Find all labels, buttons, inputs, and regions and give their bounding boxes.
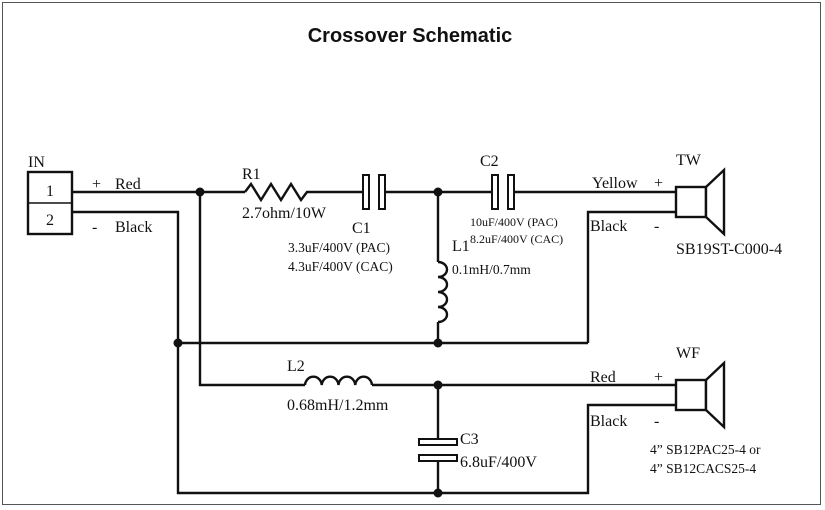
woofer-plus-sign: + [654, 369, 663, 386]
input-pin-1: 1 [46, 183, 54, 200]
input-plus-sign: + [92, 176, 101, 193]
input-label: IN [28, 154, 45, 171]
l2-name: L2 [287, 358, 305, 375]
c2-name: C2 [480, 153, 499, 170]
input-minus-sign: - [92, 219, 97, 236]
c1-value-cac: 4.3uF/400V (CAC) [288, 259, 393, 274]
r1-value: 2.7ohm/10W [242, 205, 327, 222]
diagram-title: Crossover Schematic [308, 25, 513, 47]
woofer-minus-sign: - [654, 413, 659, 430]
inductor-l1-symbol [437, 260, 449, 324]
woofer-speaker-icon [674, 360, 726, 430]
junction-dot [433, 338, 443, 348]
woofer-minus-color: Black [590, 413, 627, 430]
input-minus-color: Black [115, 219, 152, 236]
capacitor-c3-symbol [418, 438, 458, 462]
tweeter-minus-color: Black [590, 218, 627, 235]
tweeter-plus-color: Yellow [592, 175, 638, 192]
tweeter-plus-sign: + [654, 175, 663, 192]
woofer-model-line1: 4” SB12PAC25-4 or [650, 442, 761, 457]
resistor-r1-symbol [244, 181, 312, 203]
diagram-frame [2, 2, 821, 505]
l1-value: 0.1mH/0.7mm [452, 262, 531, 277]
woofer-label: WF [676, 345, 700, 362]
wiring [72, 190, 676, 495]
input-pin-2: 2 [46, 212, 54, 229]
capacitor-c2-symbol [491, 174, 515, 210]
l1-name: L1 [452, 238, 470, 255]
tweeter-model: SB19ST-C000-4 [676, 241, 782, 258]
junction-dot [433, 488, 443, 498]
tweeter-label: TW [676, 152, 702, 169]
l2-value: 0.68mH/1.2mm [287, 397, 389, 414]
junction-dot [433, 187, 443, 197]
c2-value-cac: 8.2uF/400V (CAC) [470, 232, 563, 246]
woofer-model-line2: 4” SB12CACS25-4 [650, 461, 756, 476]
r1-name: R1 [242, 166, 261, 183]
c1-name: C1 [352, 220, 371, 237]
inductor-l2-symbol [303, 375, 374, 386]
junction-dot [433, 380, 443, 390]
c3-name: C3 [460, 431, 479, 448]
c1-value-pac: 3.3uF/400V (PAC) [288, 240, 390, 255]
input-plus-color: Red [115, 176, 141, 193]
tweeter-speaker-icon [674, 167, 726, 237]
junction-dot [195, 187, 205, 197]
c2-value-pac: 10uF/400V (PAC) [470, 215, 558, 229]
c3-value: 6.8uF/400V [460, 454, 537, 471]
junction-dot [173, 338, 183, 348]
capacitor-c1-symbol [362, 174, 386, 210]
woofer-plus-color: Red [590, 369, 616, 386]
tweeter-minus-sign: - [654, 218, 659, 235]
